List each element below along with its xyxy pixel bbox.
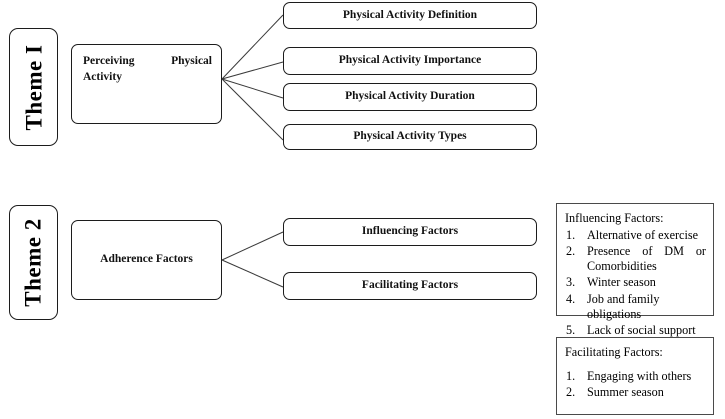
leaf-box-physical-activity-importance[interactable]: Physical Activity Importance [283, 47, 537, 75]
list-item-text: Presence of DM or Comorbidities [587, 243, 706, 274]
panel-2-title: Facilitating Factors: [565, 345, 663, 359]
panel-influencing-factors: Influencing Factors: 1. Alternative of e… [556, 203, 714, 337]
leaf-box-5-label: Influencing Factors [361, 225, 459, 238]
list-item: 2. Summer season [565, 385, 706, 401]
leaf-box-3-label: Physical Activity Duration [345, 90, 475, 103]
connector-theme1-child1 [221, 14, 284, 80]
leaf-box-influencing-factors[interactable]: Influencing Factors [283, 218, 537, 246]
panel-1-title: Influencing Factors: [565, 211, 664, 225]
leaf-box-1-label: Physical Activity Definition [342, 8, 478, 21]
list-item: 1. Alternative of exercise [565, 228, 706, 244]
list-item-text: Lack of social support [587, 323, 696, 338]
leaf-box-physical-activity-types[interactable]: Physical Activity Types [283, 124, 537, 150]
list-item-number: 3. [566, 275, 576, 290]
list-item-number: 4. [566, 291, 576, 306]
panel-1-list: 1. Alternative of exercise 2. Presence o… [565, 228, 706, 339]
panel-2-list: 1. Engaging with others 2. Summer season [565, 369, 706, 401]
theme-plate-1: Theme I [9, 28, 58, 146]
connector-theme1-child2 [221, 61, 284, 80]
concept-box-perceiving-physical-activity[interactable]: Perceiving Physical Activity [71, 44, 222, 124]
concept-box-1-line1: Perceiving Physical [83, 55, 212, 67]
list-item-text: Winter season [587, 275, 656, 290]
list-item-text: Engaging with others [587, 368, 692, 383]
list-item: 5. Lack of social support [565, 323, 706, 339]
list-item-text: Summer season [587, 384, 664, 399]
connector-theme2-child2 [221, 259, 284, 288]
theme-plate-1-label: Theme I [21, 44, 47, 130]
leaf-box-6-label: Facilitating Factors [361, 279, 459, 292]
list-item-number: 1. [566, 368, 576, 383]
list-item: 1. Engaging with others [565, 369, 706, 385]
concept-box-1-line2: Activity [83, 71, 122, 83]
list-item: 2. Presence of DM or Comorbidities [565, 244, 706, 275]
connector-theme1-child3 [221, 78, 284, 99]
concept-box-adherence-factors[interactable]: Adherence Factors [71, 220, 222, 300]
concept-box-2-label: Adherence Factors [100, 253, 193, 266]
panel-facilitating-factors: Facilitating Factors: 1. Engaging with o… [556, 337, 714, 415]
leaf-box-physical-activity-definition[interactable]: Physical Activity Definition [283, 2, 537, 29]
leaf-box-facilitating-factors[interactable]: Facilitating Factors [283, 272, 537, 300]
list-item-number: 2. [566, 243, 576, 258]
list-item: 3. Winter season [565, 275, 706, 291]
list-item-text: Job and family obligations [587, 291, 660, 322]
list-item-number: 5. [566, 323, 576, 338]
list-item: 4. Job and family obligations [565, 292, 706, 323]
leaf-box-2-label: Physical Activity Importance [338, 54, 482, 67]
connector-theme2-child1 [221, 231, 284, 261]
theme-plate-2: Theme 2 [9, 205, 58, 320]
list-item-text: Alternative of exercise [587, 227, 698, 242]
leaf-box-4-label: Physical Activity Types [353, 130, 467, 143]
list-item-number: 2. [566, 384, 576, 399]
theme-plate-2-label: Theme 2 [21, 218, 46, 307]
list-item-number: 1. [566, 227, 576, 242]
leaf-box-physical-activity-duration[interactable]: Physical Activity Duration [283, 83, 537, 111]
panel-2-spacer [565, 362, 706, 369]
connector-theme1-child4 [221, 78, 284, 141]
